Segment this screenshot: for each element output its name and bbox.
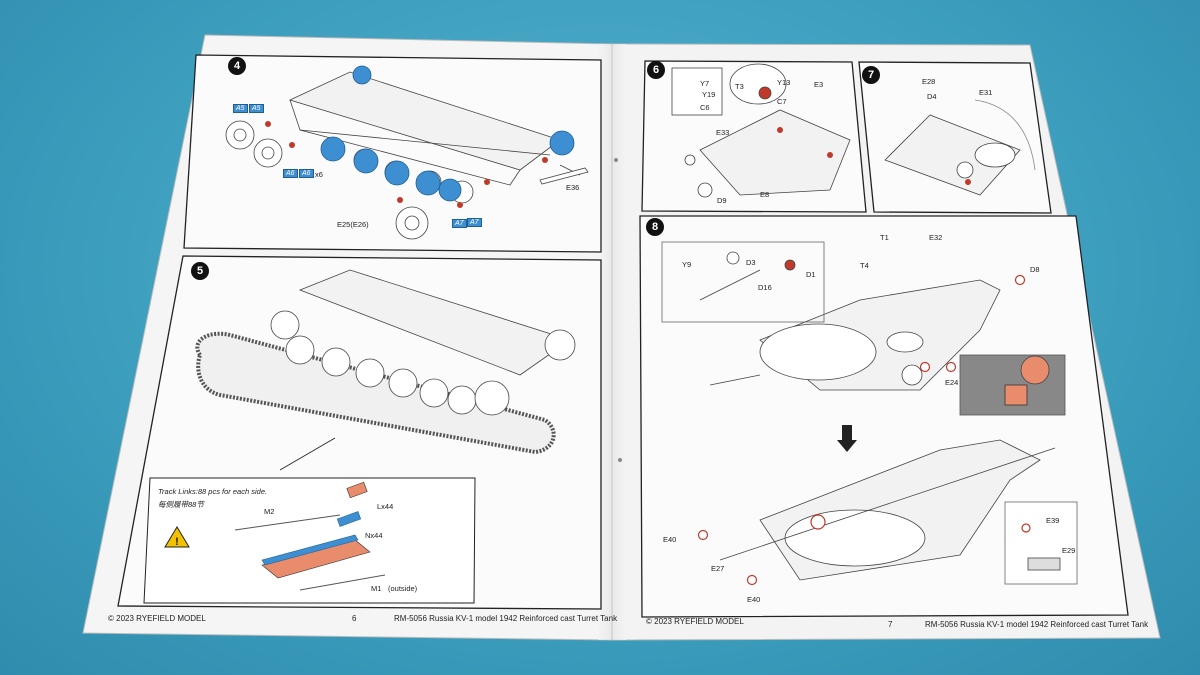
staple	[614, 158, 618, 162]
part-label: E40	[663, 535, 677, 544]
part-label: Lx44	[377, 502, 394, 511]
part-label: D9	[717, 196, 727, 205]
part-label: T1	[880, 233, 889, 242]
footer-title: RM-5056 Russia KV-1 model 1942 Reinforce…	[925, 620, 1149, 629]
svg-text:!: !	[175, 536, 179, 548]
part-label: C6	[700, 103, 710, 112]
staple	[618, 458, 622, 462]
part-label: (outside)	[388, 584, 418, 593]
track-links-drawing: !	[164, 481, 386, 591]
track-note: Track Links:88 pcs for each side.	[158, 487, 268, 496]
page-number: 7	[888, 620, 893, 629]
part-label: E39	[1046, 516, 1060, 525]
part-label: A7	[467, 218, 482, 227]
part-label: E27	[711, 564, 725, 573]
part-label: M2	[264, 507, 275, 516]
part-label: Nx44	[365, 531, 383, 540]
step-7-drawing	[884, 99, 1036, 196]
part-label: A6	[283, 169, 298, 178]
part-label: E32	[929, 233, 943, 242]
step-number: 8	[646, 218, 664, 236]
step-5-drawing	[195, 269, 576, 471]
part-label: E29	[1062, 546, 1076, 555]
part-label: E40	[747, 595, 761, 604]
part-label: D4	[927, 92, 937, 101]
part-label: A7	[452, 219, 467, 228]
track-inset	[143, 477, 476, 604]
part-label: D16	[758, 283, 772, 292]
part-label: T4	[860, 261, 869, 270]
gutter-fold	[598, 44, 626, 640]
part-label: A5	[249, 104, 264, 113]
warning-icon	[164, 526, 190, 548]
part-label: E25(E26)	[337, 220, 369, 229]
part-label: E24	[945, 378, 959, 387]
part-label: Y9	[682, 260, 692, 269]
part-label: E36	[566, 183, 580, 192]
part-label: E31	[979, 88, 993, 97]
part-label: A6	[299, 169, 314, 178]
part-label: Y19	[702, 90, 716, 99]
part-label: D8	[1030, 265, 1040, 274]
footer-copyright: © 2023 RYEFIELD MODEL	[646, 617, 744, 626]
footer-title: RM-5056 Russia KV-1 model 1942 Reinforce…	[394, 614, 618, 623]
step-8-drawing	[661, 241, 1078, 586]
part-label: E33	[716, 128, 730, 137]
step-number: 4	[228, 57, 246, 75]
track-note-chinese: 每侧履带88节	[158, 500, 204, 509]
part-label: C7	[777, 97, 787, 106]
step-6-drawing	[671, 63, 851, 198]
part-label: x6	[315, 170, 323, 179]
step-number: 7	[862, 66, 880, 84]
part-label: A5	[233, 104, 248, 113]
part-label: D1	[806, 270, 816, 279]
part-label: T3	[735, 82, 744, 91]
part-label: Y13	[777, 78, 791, 87]
step-4-frame	[183, 54, 602, 253]
part-label: E8	[760, 190, 770, 199]
footer-copyright: © 2023 RYEFIELD MODEL	[108, 614, 206, 623]
step-4-drawing	[225, 65, 589, 240]
step-number: 5	[191, 262, 209, 280]
arrow-down-icon	[837, 425, 857, 452]
part-label: D3	[746, 258, 756, 267]
part-label: E28	[922, 77, 936, 86]
part-label: M1	[371, 584, 382, 593]
step-number: 6	[647, 61, 665, 79]
part-label: Y7	[700, 79, 710, 88]
part-label: E3	[814, 80, 824, 89]
page-number: 6	[352, 614, 357, 623]
